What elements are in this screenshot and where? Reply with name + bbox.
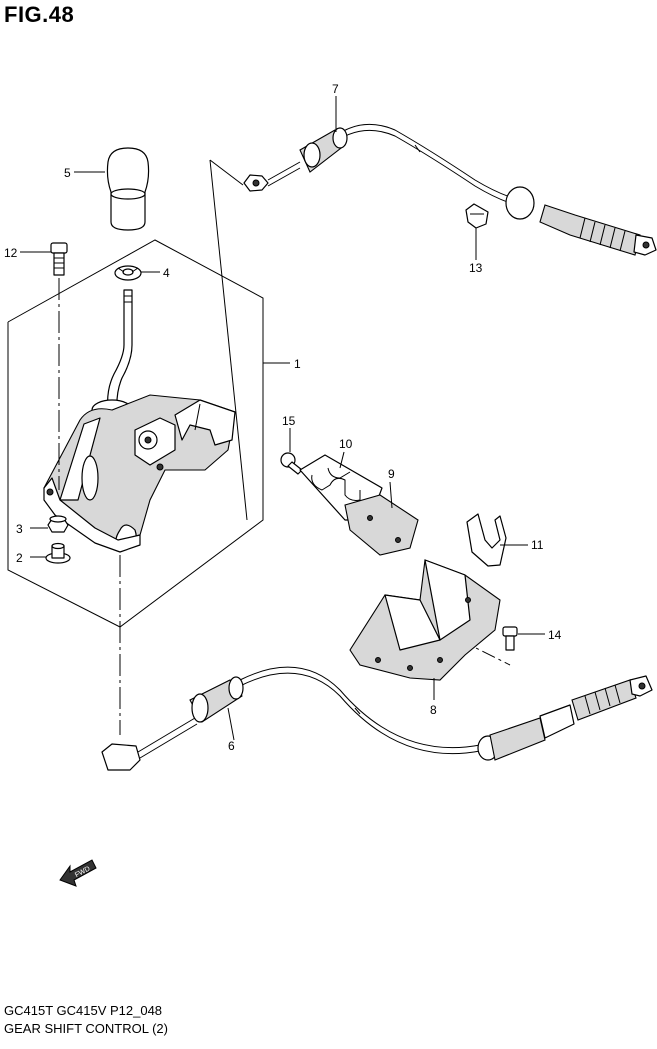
model-code: GC415T GC415V P12_048 [4, 1003, 163, 1018]
nut-3 [47, 515, 69, 533]
callout-12: 12 [4, 246, 18, 260]
callout-4: 4 [163, 266, 170, 280]
assembly-outline [7, 159, 264, 628]
callout-8: 8 [430, 703, 437, 717]
nut-4 [114, 265, 142, 281]
callout-labels: 5 12 4 1 3 2 6 7 8 9 10 11 13 14 15 [4, 82, 562, 753]
callout-3: 3 [16, 522, 23, 536]
callout-5: 5 [64, 166, 71, 180]
clip-11 [466, 513, 507, 567]
callout-2: 2 [16, 551, 23, 565]
fwd-label: FWD [74, 866, 91, 880]
bracket-8 [349, 559, 501, 681]
callout-9: 9 [388, 467, 395, 481]
cable-7 [243, 123, 657, 256]
fwd-arrow-icon: FWD [59, 859, 97, 887]
plate-9 [344, 494, 419, 556]
clip-13 [465, 203, 489, 229]
callout-7: 7 [332, 82, 339, 96]
callout-leaders [20, 96, 545, 741]
figure-caption: GEAR SHIFT CONTROL (2) [4, 1021, 168, 1036]
bolt-14 [502, 626, 518, 651]
bushing-2 [45, 542, 71, 564]
figure-title: FIG.48 [4, 2, 75, 27]
callout-10: 10 [339, 437, 353, 451]
callout-15: 15 [282, 414, 296, 428]
shift-knob [106, 147, 150, 231]
callout-6: 6 [228, 739, 235, 753]
callout-14: 14 [548, 628, 562, 642]
shift-lever-assembly [43, 289, 236, 553]
cable-6 [101, 666, 653, 771]
bolt-15 [280, 452, 303, 475]
callout-13: 13 [469, 261, 483, 275]
bolt-12 [50, 242, 68, 276]
callout-11: 11 [531, 538, 544, 552]
callout-1: 1 [294, 357, 301, 371]
